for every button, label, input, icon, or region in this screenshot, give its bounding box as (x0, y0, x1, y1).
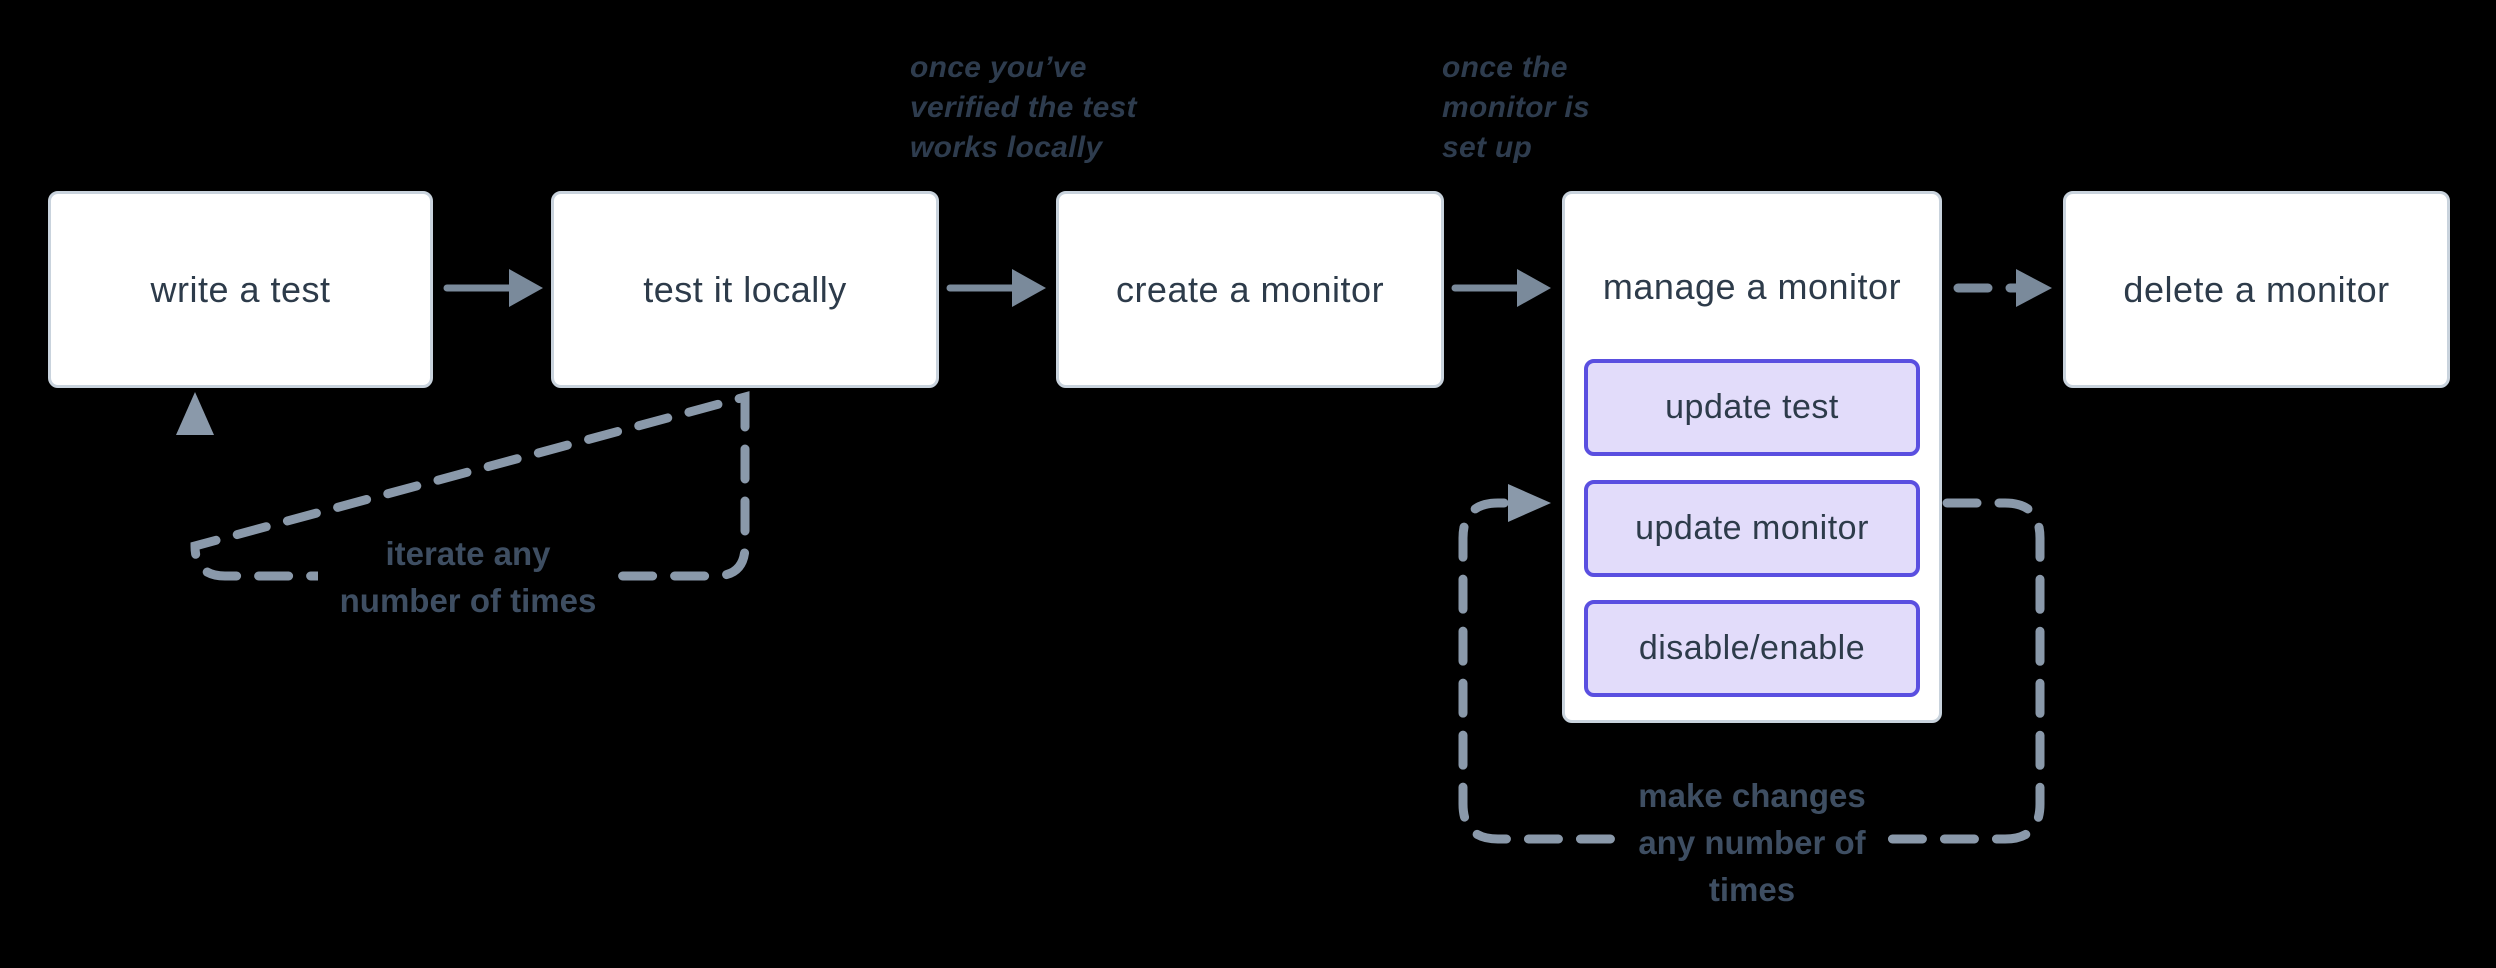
node-label: test it locally (643, 268, 847, 310)
arrow-test-to-create (946, 269, 1046, 307)
node-test-it-locally: test it locally (551, 191, 939, 388)
sub-node-update-test: update test (1584, 359, 1920, 456)
loop-label-line: any number of (1638, 824, 1866, 861)
node-delete-a-monitor: delete a monitor (2063, 191, 2450, 388)
sub-node-label: disable/enable (1638, 629, 1866, 667)
annotation-once-set-up: once the monitor is set up (1442, 48, 1590, 168)
node-label: write a test (150, 268, 331, 310)
annotation-line: works locally (910, 131, 1103, 164)
node-write-a-test: write a test (48, 191, 433, 388)
node-create-a-monitor: create a monitor (1056, 191, 1444, 388)
node-label: manage a monitor (1602, 266, 1902, 307)
make-changes-loop-label: make changes any number of times (1622, 766, 1882, 919)
node-manage-a-monitor: manage a monitor update test update moni… (1562, 191, 1942, 723)
loop-label-line: number of times (339, 582, 597, 619)
annotation-line: verified the test (910, 91, 1137, 124)
make-changes-loop-arrowhead (1508, 484, 1551, 522)
iterate-loop-arrowhead (176, 392, 214, 435)
annotation-line: once you’ve (910, 51, 1087, 84)
arrow-manage-to-delete (1953, 269, 2052, 307)
sub-node-label: update monitor (1635, 509, 1869, 547)
arrow-write-to-test (443, 269, 543, 307)
loop-label-line: make changes (1638, 777, 1866, 814)
node-label: create a monitor (1115, 268, 1385, 310)
arrow-create-to-manage (1451, 269, 1551, 307)
sub-node-label: update test (1665, 388, 1839, 426)
iterate-loop-label: iterate any number of times (318, 524, 618, 630)
node-label: delete a monitor (2123, 268, 2390, 310)
annotation-line: set up (1442, 131, 1533, 164)
loop-label-line: iterate any (385, 535, 551, 572)
annotation-once-verified: once you’ve verified the test works loca… (910, 48, 1137, 168)
loop-label-line: times (1708, 871, 1796, 908)
annotation-line: monitor is (1442, 91, 1591, 124)
sub-node-disable-enable: disable/enable (1584, 600, 1920, 697)
annotation-line: once the (1442, 51, 1568, 84)
sub-node-update-monitor: update monitor (1584, 480, 1920, 577)
